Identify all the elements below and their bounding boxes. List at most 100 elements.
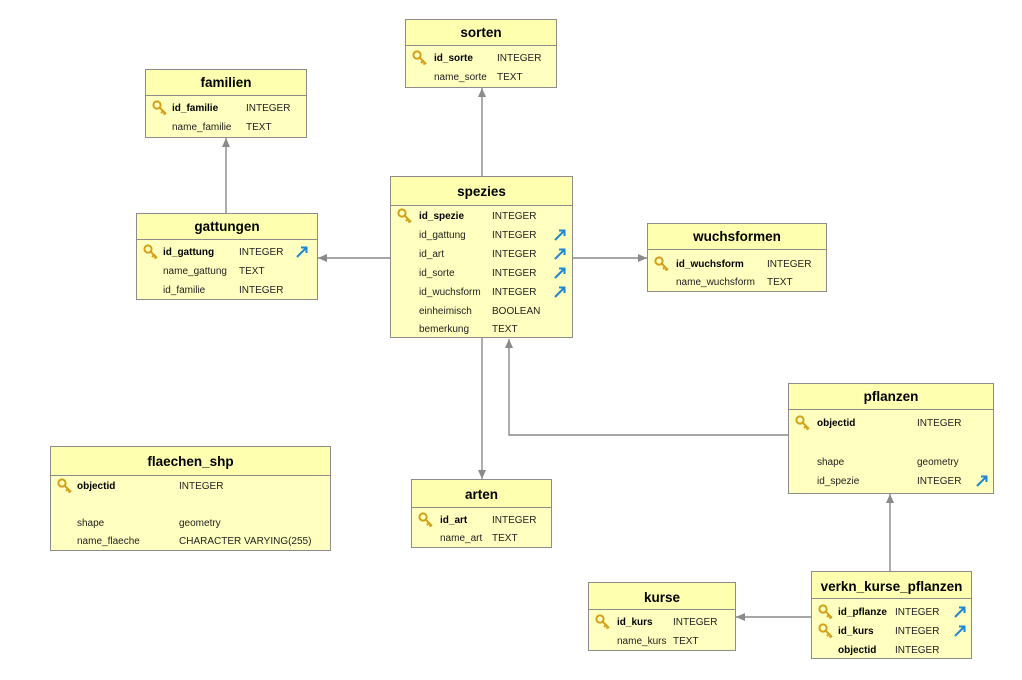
column-name: id_wuchsform xyxy=(676,259,744,270)
foreign-key-icon xyxy=(554,248,566,260)
column-type: TEXT xyxy=(246,122,272,133)
key-icon xyxy=(818,623,833,639)
column-type: TEXT xyxy=(767,277,793,288)
column-row[interactable]: objectid INTEGER xyxy=(789,414,993,433)
column-name: id_art xyxy=(419,249,445,260)
table-arten[interactable]: arten id_art INTEGER name_art TEXT xyxy=(411,479,552,548)
column-type: INTEGER xyxy=(673,617,718,628)
foreign-key-icon xyxy=(296,246,308,258)
column-type: INTEGER xyxy=(492,287,537,298)
column-name: id_kurs xyxy=(838,626,874,637)
column-row[interactable]: objectid INTEGER xyxy=(812,641,971,660)
column-type: INTEGER xyxy=(492,249,537,260)
column-name: id_kurs xyxy=(617,617,653,628)
column-name: name_familie xyxy=(172,122,232,133)
key-icon xyxy=(595,614,610,630)
column-type: INTEGER xyxy=(239,247,284,258)
table-sorten[interactable]: sorten id_sorte INTEGER name_sorte TEXT xyxy=(405,19,557,88)
foreign-key-icon xyxy=(554,229,566,241)
column-type: geometry xyxy=(917,457,959,468)
table-pflanzen[interactable]: pflanzen objectid INTEGER shape geometry… xyxy=(788,383,994,494)
column-row[interactable]: id_spezie INTEGER xyxy=(391,207,572,226)
table-gattungen[interactable]: gattungen id_gattung INTEGER name_gattun… xyxy=(136,213,318,300)
column-row[interactable]: name_flaeche CHARACTER VARYING(255) xyxy=(51,532,330,551)
column-row[interactable]: name_sorte TEXT xyxy=(406,68,556,87)
table-title: wuchsformen xyxy=(648,224,826,250)
column-name: einheimisch xyxy=(419,306,472,317)
table-verkn-kurse-pflanzen[interactable]: verkn_kurse_pflanzen id_pflanze INTEGER … xyxy=(811,571,972,659)
table-title: spezies xyxy=(391,177,572,206)
column-row[interactable]: name_wuchsform TEXT xyxy=(648,273,826,292)
column-row[interactable]: name_kurs TEXT xyxy=(589,632,735,651)
key-icon xyxy=(795,415,810,431)
column-name: id_art xyxy=(440,515,468,526)
table-wuchsformen[interactable]: wuchsformen id_wuchsform INTEGER name_wu… xyxy=(647,223,827,292)
relation-pflanzen-spezies xyxy=(505,339,788,436)
column-type: INTEGER xyxy=(895,645,940,656)
column-type: INTEGER xyxy=(492,211,537,222)
column-row[interactable]: name_art TEXT xyxy=(412,529,551,548)
column-row[interactable]: id_gattung INTEGER xyxy=(137,243,317,262)
column-name: name_flaeche xyxy=(77,536,140,547)
column-type: INTEGER xyxy=(239,285,284,296)
column-name: id_spezie xyxy=(817,476,860,487)
column-row[interactable]: shape geometry xyxy=(789,453,993,472)
column-row[interactable]: shape geometry xyxy=(51,514,330,533)
foreign-key-icon xyxy=(554,286,566,298)
column-name: id_gattung xyxy=(419,230,466,241)
column-row[interactable]: name_gattung TEXT xyxy=(137,262,317,281)
column-row[interactable]: einheimisch BOOLEAN xyxy=(391,302,572,321)
column-name: id_wuchsform xyxy=(419,287,481,298)
column-type: INTEGER xyxy=(492,515,537,526)
column-name: shape xyxy=(77,518,105,529)
column-type: TEXT xyxy=(239,266,265,277)
key-icon xyxy=(152,100,167,116)
column-type: TEXT xyxy=(492,533,518,544)
column-row[interactable]: id_wuchsform INTEGER xyxy=(648,255,826,274)
column-name: name_wuchsform xyxy=(676,277,755,288)
column-row[interactable]: id_pflanze INTEGER xyxy=(812,603,971,622)
key-icon xyxy=(143,244,158,260)
column-type: INTEGER xyxy=(497,53,542,64)
column-name: name_art xyxy=(440,533,483,544)
column-row[interactable]: id_art INTEGER xyxy=(412,511,551,530)
column-type: INTEGER xyxy=(895,607,940,618)
column-row[interactable]: id_art INTEGER xyxy=(391,245,572,264)
table-kurse[interactable]: kurse id_kurs INTEGER name_kurs TEXT xyxy=(588,582,736,651)
column-row[interactable]: id_kurs INTEGER xyxy=(589,613,735,632)
foreign-key-icon xyxy=(954,625,966,637)
table-title: arten xyxy=(412,480,551,508)
table-title: sorten xyxy=(406,20,556,46)
column-row[interactable]: id_sorte INTEGER xyxy=(406,49,556,68)
column-row[interactable]: id_sorte INTEGER xyxy=(391,264,572,283)
foreign-key-icon xyxy=(954,606,966,618)
column-row[interactable]: id_familie INTEGER xyxy=(137,281,317,300)
column-row[interactable]: name_familie TEXT xyxy=(146,118,306,137)
table-title: familien xyxy=(146,70,306,96)
column-row[interactable]: id_familie INTEGER xyxy=(146,99,306,118)
table-spezies[interactable]: spezies id_spezie INTEGER id_gattung INT… xyxy=(390,176,573,338)
column-type: TEXT xyxy=(497,72,523,83)
column-row[interactable]: bemerkung TEXT xyxy=(391,320,572,339)
key-icon xyxy=(412,50,427,66)
column-type: INTEGER xyxy=(895,626,940,637)
column-row[interactable]: id_wuchsform INTEGER xyxy=(391,283,572,302)
column-type: INTEGER xyxy=(246,103,291,114)
column-row[interactable]: id_gattung INTEGER xyxy=(391,226,572,245)
column-type: INTEGER xyxy=(767,259,812,270)
table-flaechen-shp[interactable]: flaechen_shp objectid INTEGER shape geom… xyxy=(50,446,331,551)
column-name: objectid xyxy=(817,418,856,429)
column-name: id_pflanze xyxy=(838,607,887,618)
column-type: TEXT xyxy=(673,636,699,647)
column-row[interactable]: id_kurs INTEGER xyxy=(812,622,971,641)
table-title: flaechen_shp xyxy=(51,447,330,476)
column-type: geometry xyxy=(179,518,221,529)
column-name: id_spezie xyxy=(419,211,465,222)
column-type: INTEGER xyxy=(492,268,537,279)
table-familien[interactable]: familien id_familie INTEGER name_familie… xyxy=(145,69,307,138)
column-row[interactable]: objectid INTEGER xyxy=(51,477,330,496)
column-row[interactable]: id_spezie INTEGER xyxy=(789,472,993,491)
column-name: bemerkung xyxy=(419,324,470,335)
column-name: objectid xyxy=(838,645,877,656)
